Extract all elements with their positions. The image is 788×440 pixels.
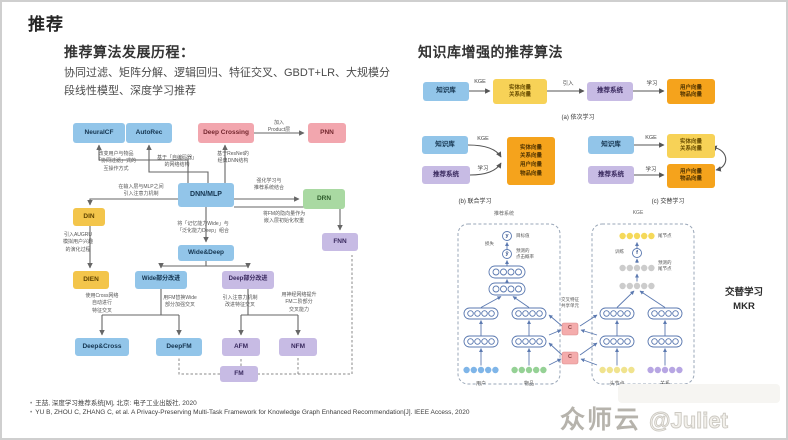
reference-1-text: 王喆, 深度学习推荐系统[M], 北京: 电子工业出版社, 2020 [35, 400, 197, 407]
edge-label-wide-deep: 将「记忆能力Wide」与 「泛化能力Deep」组合 [177, 221, 229, 235]
flow-a-rec: 推荐系统 [587, 82, 633, 101]
node-deepfm: DeepFM [156, 338, 202, 356]
kg-flow-arrows [467, 88, 727, 178]
kg-training-flows: 知识库 KGE 实体向量 关系向量 引入 推荐系统 学习 用户向量 物品向量 (… [418, 76, 727, 211]
mkr-node-circles [502, 231, 642, 259]
edge-label-autorec: 基于「自编码器」 的网络结构 [156, 155, 197, 169]
reference-2-text: YU B, ZHOU C, ZHANG C, et al. A Privacy-… [35, 409, 470, 417]
node-wide-improve: Wide部分改进 [135, 271, 187, 289]
node-neuralcf: NeuralCF [73, 123, 125, 143]
flow-b-caption: (b) 联合学习 [458, 199, 492, 205]
reference-line-1: •王喆, 深度学习推荐系统[M], 北京: 电子工业出版社, 2020 [30, 399, 630, 408]
edge-label-deep-cross: 使用Cross网络 自动进行 特征交叉 [85, 293, 119, 314]
mkr-head-label: 头节点 [609, 381, 625, 387]
mkr-tail-label: 尾节点 [658, 233, 672, 238]
node-pnn: PNN [308, 123, 346, 143]
right-section-heading: 知识库增强的推荐算法 [418, 44, 563, 60]
flow-c-entity-vectors: 实体向量 关系向量 [667, 134, 715, 158]
mkr-train-label: 训练 [615, 249, 624, 254]
node-autorec: AutoRec [126, 123, 172, 143]
node-wide-deep: Wide&Deep [178, 245, 234, 261]
watermark-handle: @Juliet [649, 408, 729, 434]
mkr-pred-click-label: 预测的 点击概率 [516, 248, 534, 260]
edge-label-fnn: 将FM的隐向量作为 嵌入层初始化权重 [262, 211, 306, 225]
flow-c-kb: 知识库 [588, 136, 634, 154]
node-deep-cross: Deep&Cross [75, 338, 129, 356]
flow-b-joint-vectors: 实体向量 关系向量 用户向量 物品向量 [507, 137, 555, 185]
mkr-cross-c2-symbol: C [568, 353, 572, 360]
flow-c-user-item-vectors: 用户向量 物品向量 [667, 164, 715, 188]
page-title: 推荐 [28, 15, 64, 34]
node-dien: DIEN [73, 271, 109, 289]
flow-c-learn-label: 学习 [645, 167, 657, 173]
node-din: DIN [73, 208, 105, 226]
mkr-input-dots [463, 232, 683, 374]
mkr-kge-header: KGE [632, 210, 644, 216]
node-afm: AFM [222, 338, 260, 356]
edge-label-pnn: 加入 Product层 [267, 120, 291, 134]
mkr-cross-units [561, 322, 579, 365]
flow-a-learn-label: 学习 [646, 81, 658, 87]
edge-label-din: 在输入层与MLP之间 引入注意力机制 [118, 184, 164, 198]
mkr-containers [457, 223, 695, 385]
mkr-cross-unit-label: 交叉特征 共享单元 [561, 297, 579, 309]
mkr-pred-tail-label: 预测的 尾节点 [658, 260, 672, 272]
node-nfm: NFM [279, 338, 317, 356]
watermark-patch [618, 384, 780, 403]
left-section-heading: 推荐算法发展历程： [64, 44, 195, 60]
left-section-description: 协同过滤、矩阵分解、逻辑回归、特征交叉、GBDT+LR、大规模分段线性模型、深度… [64, 67, 391, 98]
watermark-brand: 众师云 [560, 406, 642, 434]
mkr-user-label: 用户 [475, 381, 486, 387]
flow-a-entity-vectors: 实体向量 关系向量 [493, 79, 547, 104]
mkr-loss-label: 损失 [485, 241, 494, 246]
mkr-f-symbol: f [636, 249, 638, 256]
mkr-yhat-symbol: ŷ [505, 250, 509, 257]
node-deep-crossing: Deep Crossing [198, 123, 254, 143]
flow-a-intro-label: 引入 [562, 81, 574, 87]
edge-label-neuralcf: 改变用户与物品 「协同过滤」式的 互操作方式 [95, 151, 136, 172]
bullet-icon: • [30, 400, 33, 407]
mkr-y-symbol: y [505, 232, 509, 239]
mkr-diagram [457, 223, 695, 385]
edge-label-afm: 引入注意力机制 改进特征交叉 [222, 295, 258, 309]
flow-b-rec: 推荐系统 [422, 166, 470, 184]
edge-label-nfm: 用神经网络提升 FM二阶部分 交叉能力 [281, 292, 317, 313]
mkr-target-label: 目标值 [516, 233, 530, 238]
mkr-hidden-layers [463, 265, 683, 348]
watermark: 众师云 @Juliet [560, 400, 728, 436]
bullet-icon: • [30, 409, 33, 417]
references: •王喆, 深度学习推荐系统[M], 北京: 电子工业出版社, 2020 •YU … [30, 399, 630, 417]
edge-label-deep-crossing: 基于ResNet的 经典DNN结构 [217, 151, 249, 165]
evolution-diagram: NeuralCF AutoRec Deep Crossing PNN DNN/M… [60, 115, 400, 395]
evolution-diagram-arrows [87, 130, 353, 375]
flow-a-kb: 知识库 [423, 82, 469, 101]
node-fm: FM [220, 366, 258, 382]
node-drn: DRN [303, 189, 345, 209]
flow-c-rec: 推荐系统 [588, 166, 634, 184]
flow-a-kge-label: KGE [474, 79, 486, 85]
node-fnn: FNN [322, 233, 358, 251]
mkr-arrows [478, 242, 668, 366]
mkr-cross-c1-symbol: C [568, 324, 572, 331]
edge-label-drn: 强化学习与 推荐系统结合 [253, 178, 284, 192]
edge-label-deepfm: 用FM替换Wide 部分加强交叉 [163, 295, 197, 309]
flow-a-user-item-vectors: 用户向量 物品向量 [667, 79, 715, 104]
flow-c-caption: (c) 交替学习 [651, 199, 685, 205]
edge-label-dien: 引入AUGRU 模拟用户兴趣 的演化过程 [62, 232, 93, 253]
flow-b-kb: 知识库 [422, 136, 468, 154]
flow-b-learn-label: 学习 [477, 166, 489, 172]
mkr-item-label: 物品 [523, 381, 534, 387]
node-deep-improve: Deep部分改进 [222, 271, 274, 289]
flow-a-caption: (a) 依次学习 [561, 115, 595, 121]
mkr-side-label: 交替学习 MKR [724, 287, 763, 313]
flow-c-kge-label: KGE [645, 135, 657, 141]
flow-b-kge-label: KGE [477, 136, 489, 142]
mkr-rec-header: 推荐系统 [493, 211, 514, 217]
reference-line-2: •YU B, ZHOU C, ZHANG C, et al. A Privacy… [30, 408, 630, 417]
node-dnn-mlp: DNN/MLP [178, 183, 234, 207]
